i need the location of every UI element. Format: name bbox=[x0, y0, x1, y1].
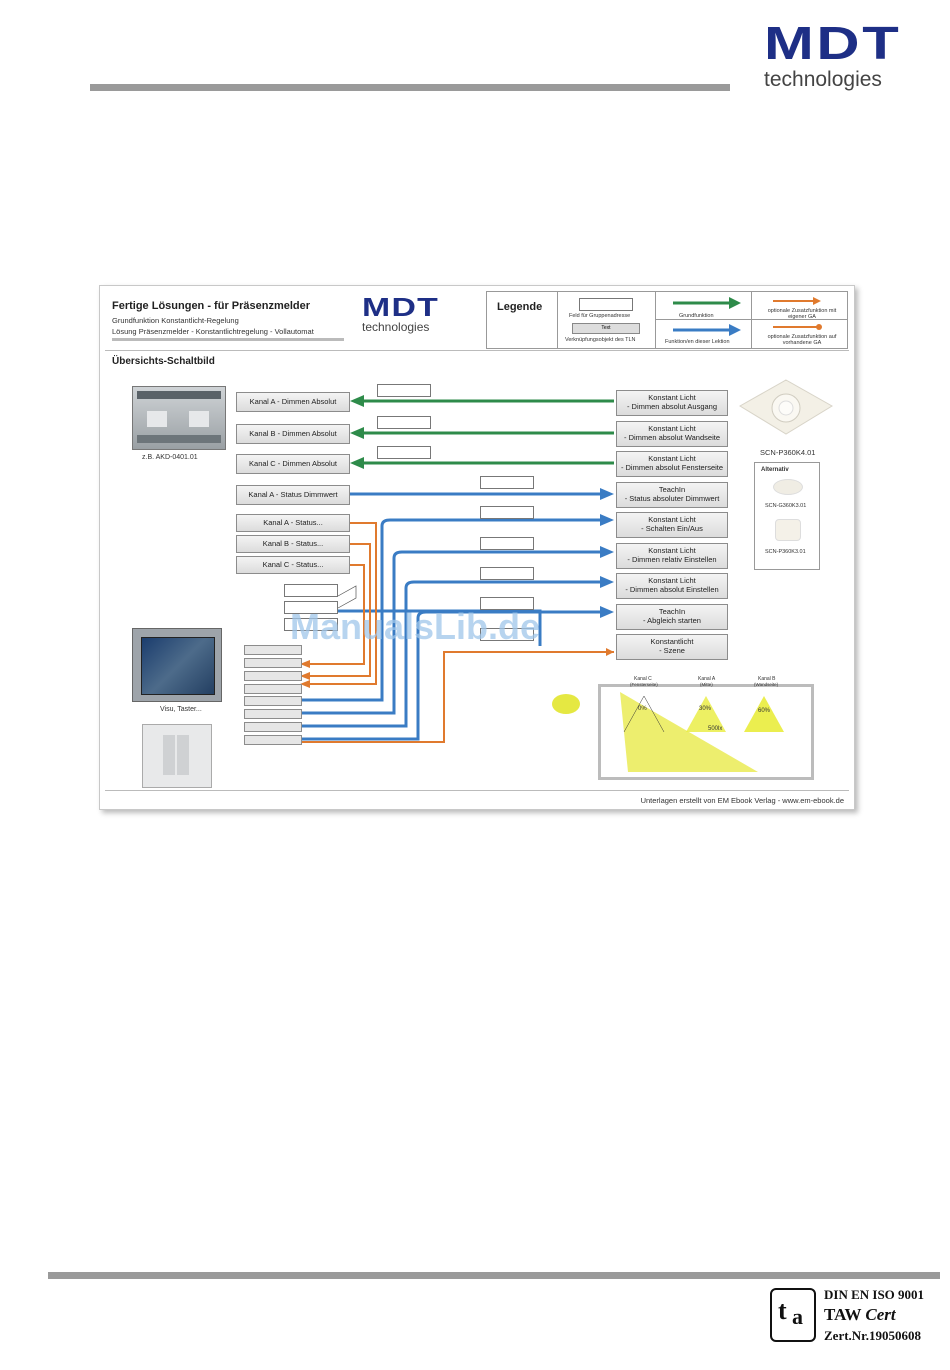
visu-object bbox=[244, 684, 302, 694]
ga-field bbox=[284, 584, 338, 597]
solution-diagram: Fertige Lösungen - für Präsenzmelder Gru… bbox=[99, 285, 855, 810]
diagram-subtitle-1: Grundfunktion Konstantlicht-Regelung bbox=[112, 316, 239, 325]
taw-cert-logo: t a bbox=[770, 1288, 816, 1342]
object-box-left: Kanal A - Dimmen Absolut bbox=[236, 392, 350, 412]
visu-object bbox=[244, 722, 302, 732]
room-illustration: 0% 30% 60% 500lx bbox=[598, 684, 814, 780]
diagram-subtitle-2: Lösung Präsenzmelder - Konstantlichtrege… bbox=[112, 327, 314, 336]
visu-caption: Visu, Taster... bbox=[160, 706, 202, 713]
object-box-right: Konstant Licht - Dimmen absolut Wandseit… bbox=[616, 421, 728, 447]
actuator-caption: z.B. AKD-0401.01 bbox=[142, 454, 198, 461]
ga-field bbox=[480, 567, 534, 580]
cert-line-1: DIN EN ISO 9001 bbox=[824, 1287, 925, 1302]
presence-sensor-image bbox=[739, 379, 833, 435]
sensor-caption: SCN-P360K4.01 bbox=[760, 448, 816, 457]
visu-object bbox=[244, 658, 302, 668]
visu-panel-image bbox=[132, 628, 222, 702]
legend-field-sample bbox=[579, 298, 633, 311]
object-box-right: TeachIn - Status absoluter Dimmwert bbox=[616, 482, 728, 508]
section-divider bbox=[105, 350, 849, 351]
wiring-diagram bbox=[300, 395, 614, 743]
object-box-right: Konstant Licht - Dimmen absolut Ausgang bbox=[616, 390, 728, 416]
ga-field bbox=[480, 597, 534, 610]
actuator-image bbox=[132, 386, 226, 450]
alternative-box: Alternativ SCN-G360K3.01 SCN-P360K3.01 bbox=[754, 462, 820, 570]
object-box-left: Kanal A - Status... bbox=[236, 514, 350, 532]
push-button-image bbox=[142, 724, 212, 788]
visu-object bbox=[244, 645, 302, 655]
object-box-left: Kanal B - Status... bbox=[236, 535, 350, 553]
header-rule bbox=[90, 84, 730, 91]
object-box-left: Kanal A - Status Dimmwert bbox=[236, 485, 350, 505]
section-title: Übersichts-Schaltbild bbox=[112, 356, 215, 367]
legend-title: Legende bbox=[497, 301, 543, 313]
object-box-right: Konstant Licht - Schalten Ein/Aus bbox=[616, 512, 728, 538]
cert-line-3: Zert.Nr.19050608 bbox=[824, 1328, 922, 1343]
diagram-mdt-logo: MDT technologies bbox=[362, 292, 440, 334]
visu-object bbox=[244, 696, 302, 706]
object-box-right: Konstant Licht - Dimmen absolut Einstell… bbox=[616, 573, 728, 599]
green-arrows bbox=[350, 395, 614, 469]
ga-field bbox=[284, 618, 338, 631]
object-box-right: Konstant Licht - Dimmen absolut Fensters… bbox=[616, 451, 728, 477]
watermark: ManualsLib.de bbox=[290, 606, 541, 647]
alt-sensor-image bbox=[775, 519, 801, 541]
diagram-title-underline bbox=[112, 338, 344, 341]
blue-arrows bbox=[300, 492, 602, 741]
alt-sensor-image bbox=[773, 479, 803, 495]
ga-field bbox=[377, 446, 431, 459]
object-box-left: Kanal C - Status... bbox=[236, 556, 350, 574]
footer-rule bbox=[48, 1272, 940, 1279]
legend-arrows bbox=[673, 297, 822, 336]
mdt-logo: MDT technologies bbox=[764, 17, 902, 91]
object-box-left: Kanal B - Dimmen Absolut bbox=[236, 424, 350, 444]
visu-object bbox=[244, 709, 302, 719]
ga-field bbox=[480, 506, 534, 519]
visu-object bbox=[244, 671, 302, 681]
object-box-left: Kanal C - Dimmen Absolut bbox=[236, 454, 350, 474]
ga-field bbox=[480, 537, 534, 550]
ga-field bbox=[284, 601, 338, 614]
sun-ray bbox=[552, 694, 580, 714]
visu-object bbox=[244, 735, 302, 745]
ga-field bbox=[377, 416, 431, 429]
ga-field bbox=[480, 628, 534, 641]
cert-line-2: TAW Cert bbox=[824, 1305, 896, 1324]
orange-lines bbox=[300, 522, 614, 743]
diagram-footer: Unterlagen erstellt von EM Ebook Verlag … bbox=[640, 796, 844, 805]
object-box-right: Konstantlicht - Szene bbox=[616, 634, 728, 660]
diagram-title: Fertige Lösungen - für Präsenzmelder bbox=[112, 300, 311, 312]
object-box-right: Konstant Licht - Dimmen relativ Einstell… bbox=[616, 543, 728, 569]
legend: Legende Feld für Gruppenadresse Text Ver… bbox=[486, 291, 848, 349]
ga-field bbox=[480, 476, 534, 489]
legend-object-sample: Text bbox=[572, 323, 640, 334]
object-box-right: TeachIn - Abgleich starten bbox=[616, 604, 728, 630]
ga-field bbox=[377, 384, 431, 397]
